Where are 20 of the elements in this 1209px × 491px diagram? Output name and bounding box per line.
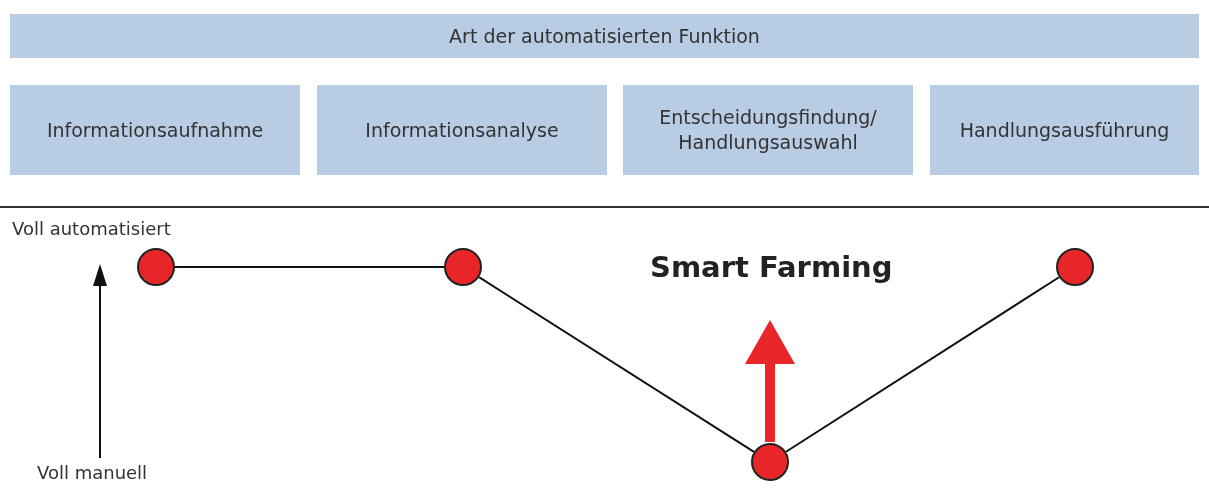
- function-box: [10, 85, 300, 175]
- box-label: Art der automatisierten Funktion: [449, 23, 760, 49]
- function-box: [930, 85, 1199, 175]
- box-label: Informationsanalyse: [365, 117, 559, 143]
- level-dot: [1056, 248, 1094, 286]
- function-box: [623, 85, 913, 175]
- axis-label: Voll manuell: [37, 462, 148, 483]
- connector-line: [785, 276, 1060, 453]
- box-label: Handlungsausführung: [959, 117, 1170, 143]
- level-dot: [137, 248, 175, 286]
- box-label: Entscheidungsfindung/ Handlungsauswahl: [658, 105, 878, 155]
- highlight-label: Smart Farming: [650, 250, 893, 284]
- connector-line: [478, 276, 755, 453]
- box-label: Informationsaufnahme: [46, 117, 264, 143]
- function-box: [317, 85, 607, 175]
- level-dot: [444, 248, 482, 286]
- connector-line: [174, 266, 445, 268]
- axis-label: Voll automatisiert: [12, 218, 171, 239]
- level-dot: [751, 443, 789, 481]
- header-band: [10, 14, 1199, 58]
